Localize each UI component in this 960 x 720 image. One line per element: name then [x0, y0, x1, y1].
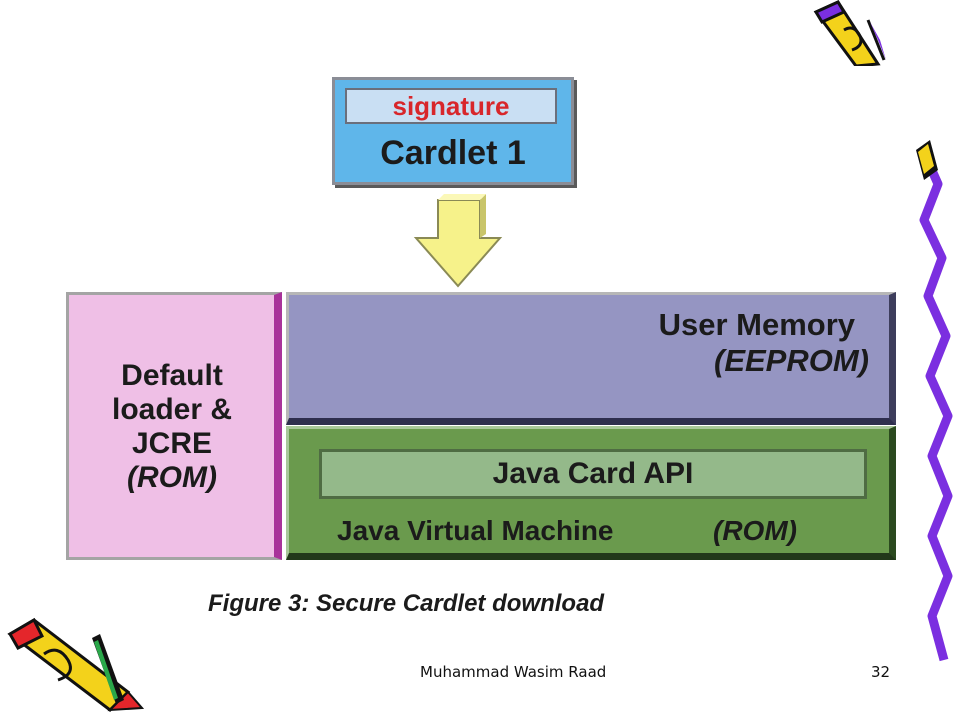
page-number: 32 [871, 663, 891, 681]
user-memory-panel: User Memory (EEPROM) [286, 292, 896, 425]
download-arrow-icon [413, 194, 503, 288]
default-loader-line4: (ROM) [127, 461, 217, 494]
squiggle-border-icon [916, 140, 953, 662]
footer-author: Muhammad Wasim Raad [420, 663, 607, 681]
figure-caption: Figure 3: Secure Cardlet download [208, 590, 605, 617]
pencil-icon-bottom [7, 617, 145, 712]
pencil-icon [813, 0, 886, 66]
default-loader-line2: loader & [111, 393, 233, 426]
signature-label: signature [392, 90, 510, 121]
default-loader-panel: Default loader & JCRE (ROM) [66, 292, 282, 560]
jvm-label: Java Virtual Machine [337, 515, 614, 546]
default-loader-text: Default loader & JCRE (ROM) [69, 359, 275, 495]
default-loader-line1: Default [121, 359, 223, 392]
cardlet-label: Cardlet 1 [380, 134, 526, 172]
user-memory-title: User Memory [658, 307, 855, 342]
java-card-api-box: Java Card API [319, 449, 867, 499]
default-loader-line3: JCRE [131, 427, 213, 460]
jvm-rom-label: (ROM) [713, 515, 797, 546]
signature-box: signature [345, 88, 557, 124]
cardlet-box: signature Cardlet 1 [332, 77, 574, 185]
jvm-panel: Java Card API Java Virtual Machine (ROM) [286, 426, 896, 560]
java-card-api-label: Java Card API [492, 457, 694, 490]
user-memory-subtitle: (EEPROM) [714, 343, 869, 378]
